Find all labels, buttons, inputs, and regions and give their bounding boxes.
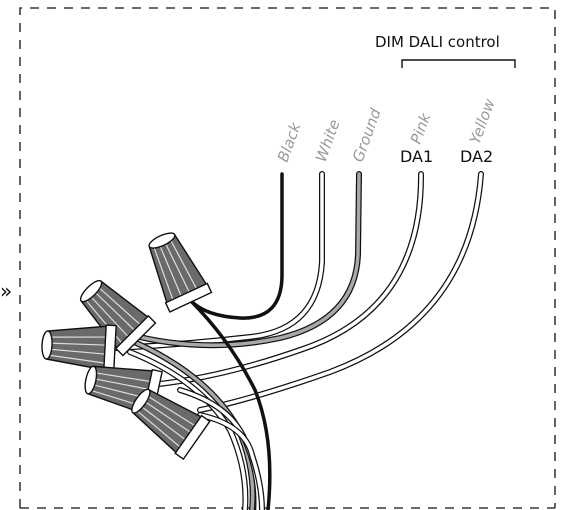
dali-group-label: DIM DALI control — [375, 33, 500, 51]
wire-nut-5 — [131, 388, 211, 461]
wire-nut-1 — [148, 232, 213, 313]
wire-label-yellow: Yellow — [466, 96, 499, 147]
wire-nuts — [41, 232, 213, 461]
wire-yellow — [197, 171, 484, 413]
connector-arrow-icon: » — [0, 279, 12, 303]
wire-nut-3 — [41, 324, 117, 373]
wire-bundle — [112, 171, 484, 510]
wire-black — [188, 172, 284, 320]
wire-label-white: White — [312, 117, 344, 164]
wire-label-black: Black — [274, 119, 305, 165]
wire-label-ground: Ground — [349, 106, 385, 165]
terminal-label-da2: DA2 — [460, 147, 493, 166]
wire-label-pink: Pink — [407, 109, 435, 146]
dali-group-bracket — [401, 59, 516, 68]
enclosure-boundary — [19, 7, 556, 508]
terminal-label-da1: DA1 — [400, 147, 433, 166]
